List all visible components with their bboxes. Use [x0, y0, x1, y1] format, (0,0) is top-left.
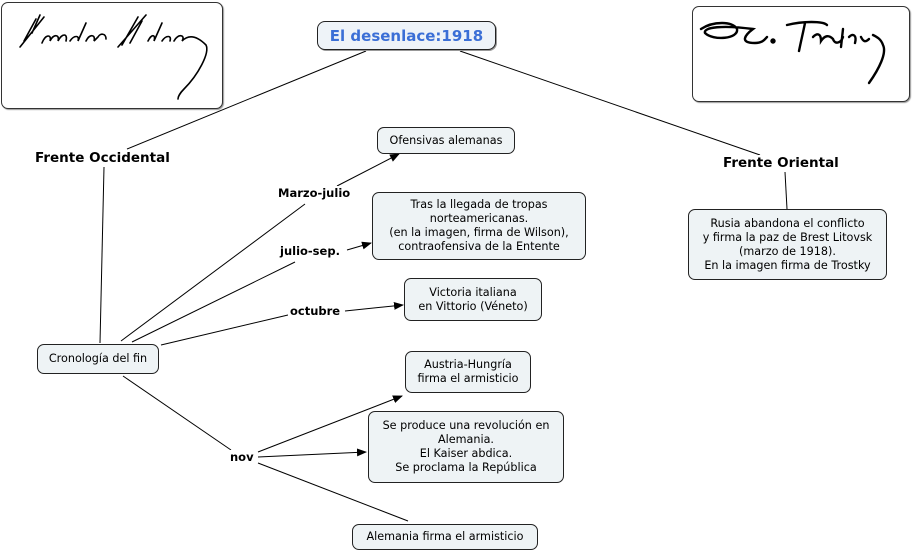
link-cronologia-julio: [131, 261, 296, 343]
node-victoria-italiana[interactable]: Victoria italiana en Vittorio (Véneto): [404, 278, 542, 321]
link-nov-revolucion: [257, 448, 367, 458]
link-title-occidental: [126, 50, 367, 150]
link-cronologia-nov: [122, 375, 232, 451]
link-occidental-cronologia: [99, 166, 105, 344]
title-node[interactable]: El desenlace:1918: [317, 21, 496, 50]
title-text: El desenlace:1918: [329, 26, 484, 45]
node-cronologia[interactable]: Cronología del fin: [37, 344, 159, 374]
link-nov-alemania: [257, 462, 409, 522]
node-austria-hungria[interactable]: Austria-Hungría firma el armisticio: [405, 351, 531, 393]
node-rusia-brest-litovsk[interactable]: Rusia abandona el conflicto y firma la p…: [688, 209, 887, 280]
link-title-oriental: [459, 50, 761, 156]
link-cronologia-octubre: [160, 314, 289, 346]
link-octubre-victoria: [344, 301, 404, 312]
trotsky-signature-icon: [699, 20, 886, 85]
label-frente-occidental[interactable]: Frente Occidental: [33, 150, 172, 166]
label-julio-sep[interactable]: julio-sep.: [278, 244, 342, 258]
trotsky-signature-image: [692, 6, 910, 102]
label-marzo-julio[interactable]: Marzo-julio: [276, 186, 353, 200]
link-oriental-rusia: [784, 171, 788, 210]
node-ofensivas-alemanas[interactable]: Ofensivas alemanas: [377, 127, 515, 154]
link-julio-tropas: [346, 241, 372, 251]
node-alemania-armisticio[interactable]: Alemania firma el armisticio: [352, 524, 538, 550]
label-octubre[interactable]: octubre: [288, 304, 343, 318]
link-cronologia-marzo: [120, 203, 306, 342]
label-frente-oriental[interactable]: Frente Oriental: [721, 155, 841, 171]
label-nov[interactable]: nov: [228, 450, 256, 464]
node-tropas-norteamericanas[interactable]: Tras la llegada de tropas norteamericana…: [372, 192, 586, 260]
node-revolucion-alemania[interactable]: Se produce una revolución en Alemania. E…: [368, 411, 564, 483]
link-marzo-ofensivas: [336, 153, 400, 187]
wilson-signature-image: [1, 2, 223, 109]
link-nov-austria: [257, 395, 403, 453]
wilson-signature-icon: [19, 14, 208, 100]
